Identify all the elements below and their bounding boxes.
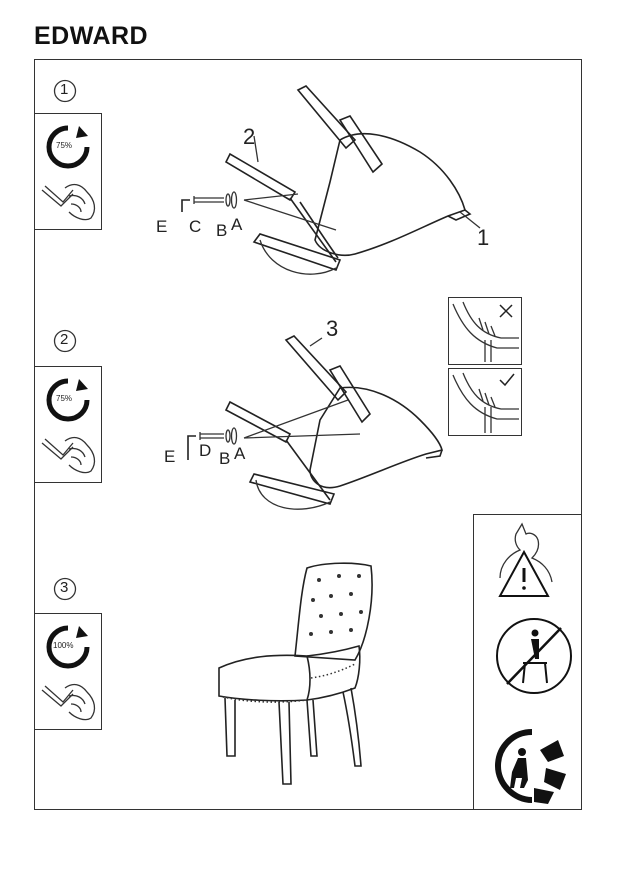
- step-3-number-badge: [53, 577, 77, 601]
- step-1-number-badge: [53, 79, 77, 103]
- step-3-tightness: 100%: [53, 641, 74, 650]
- step-1-label-leg: 2: [243, 124, 256, 149]
- step-1-tool-box: 75%: [34, 113, 102, 230]
- warning-person-icon: [498, 522, 553, 597]
- step-2-label-bolt: D: [199, 441, 212, 460]
- product-title: EDWARD: [34, 22, 149, 50]
- step-1-tightness: 75%: [56, 141, 73, 150]
- step-1-label-seat: 1: [477, 225, 490, 250]
- step-2-tightness: 75%: [56, 394, 73, 403]
- safety-symbols-panel: [473, 514, 582, 810]
- circular-arrow-icon: [46, 625, 90, 669]
- step-2-chair-diagram: [187, 335, 443, 510]
- step-1-label-washer-a: A: [231, 215, 243, 234]
- step-1-number: 1: [60, 81, 69, 98]
- recycling-person-icon: [494, 729, 566, 804]
- circular-arrow-icon: [46, 378, 90, 422]
- detail-wrong-drawing: [452, 301, 519, 362]
- step-3-number: 3: [60, 579, 69, 596]
- step-1-label-washer-b: B: [216, 221, 228, 240]
- step-2-label-washer-b: B: [219, 449, 231, 468]
- detail-box-correct: [448, 368, 522, 436]
- detail-box-wrong: [448, 297, 522, 365]
- detail-correct-drawing: [452, 372, 519, 433]
- allen-key-hand-icon: [41, 183, 96, 221]
- allen-key-hand-icon: [41, 436, 96, 474]
- step-2-label-leg: 3: [326, 316, 339, 341]
- allen-key-hand-icon: [41, 683, 96, 721]
- step-3-tool-box: 100%: [34, 613, 102, 730]
- step-2-number-badge: [53, 329, 77, 353]
- circular-arrow-icon: [46, 125, 90, 169]
- step-1-label-bolt: C: [189, 217, 202, 236]
- assembled-chair-drawing: [218, 562, 373, 785]
- step-2-label-washer-a: A: [234, 444, 246, 463]
- step-2-tool-box: 75%: [34, 366, 102, 483]
- no-standing-on-chair-icon: [496, 618, 572, 694]
- step-2-number: 2: [60, 331, 69, 348]
- step-2-label-key: E: [164, 447, 176, 466]
- step-1-chair-diagram: [181, 85, 481, 275]
- step-1-label-key: E: [156, 217, 168, 236]
- check-mark-icon: [499, 373, 515, 387]
- cross-mark-icon: [499, 304, 513, 318]
